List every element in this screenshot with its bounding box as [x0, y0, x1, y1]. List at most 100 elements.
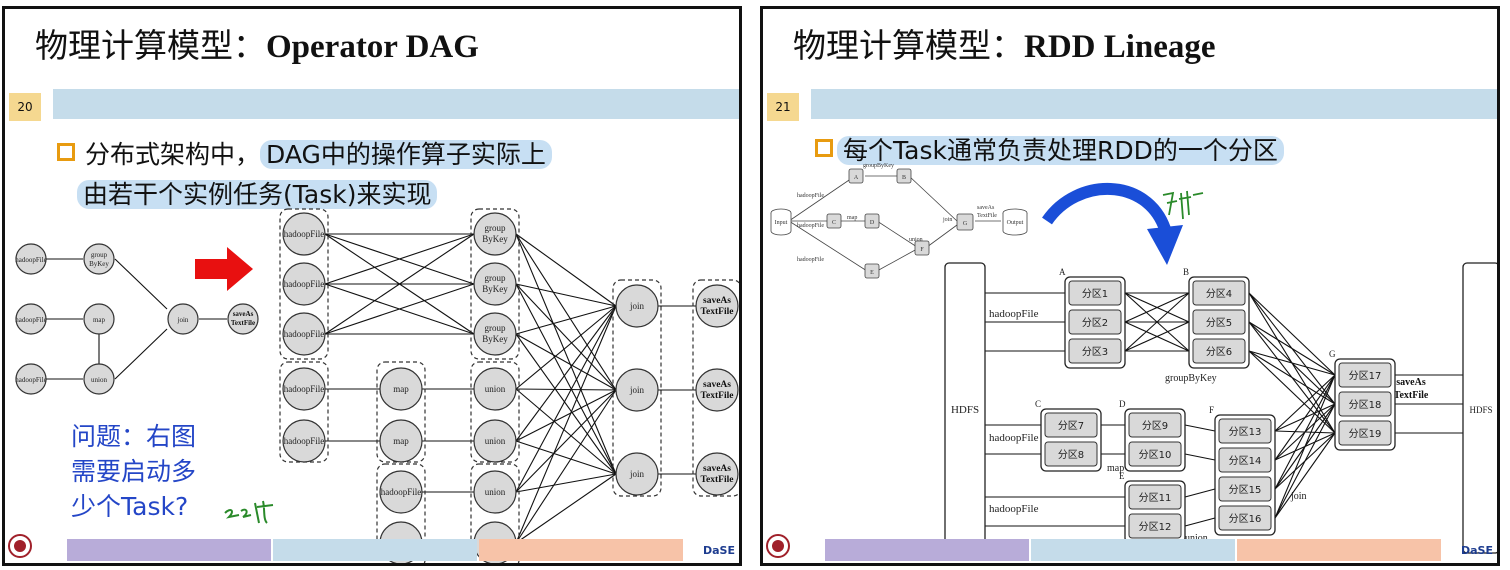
- partition-label: 分区4: [1206, 288, 1232, 300]
- svg-text:hadoopFile: hadoopFile: [284, 229, 325, 239]
- svg-text:union: union: [485, 384, 506, 394]
- task-hadoopfile-5: hadoopFile: [282, 419, 326, 463]
- small-node-hadoopfile-2: hadoopFile: [15, 303, 47, 335]
- edge: [515, 389, 617, 544]
- mini-input-icon: Input: [770, 208, 792, 236]
- edge: [515, 473, 617, 493]
- task-map-2: map: [379, 419, 423, 463]
- footer-bar-blue: [1031, 539, 1235, 561]
- edge: [1184, 424, 1216, 432]
- rdd-letter: E: [1119, 471, 1125, 481]
- partition-label: 分区11: [1139, 492, 1172, 504]
- partition-box: [1192, 338, 1246, 364]
- bullet-line-1: 分布式架构中，DAG中的操作算子实际上: [85, 135, 552, 171]
- svg-text:TextFile: TextFile: [701, 475, 734, 485]
- partition-box: [1044, 441, 1098, 467]
- edge: [324, 233, 475, 285]
- svg-text:join: join: [177, 316, 189, 324]
- svg-text:HDFS: HDFS: [951, 404, 979, 416]
- title-bar: [53, 89, 739, 119]
- edge: [515, 440, 617, 475]
- svg-text:B: B: [902, 175, 906, 181]
- partition-label: 分区8: [1058, 449, 1084, 461]
- svg-text:group: group: [91, 251, 108, 259]
- svg-text:saveAs: saveAs: [1396, 377, 1426, 388]
- task-union-2: union: [473, 419, 517, 463]
- question-line-1: 问题：右图: [71, 422, 197, 451]
- edge: [1274, 374, 1336, 519]
- edge: [515, 305, 617, 390]
- svg-text:saveAs: saveAs: [703, 380, 731, 390]
- svg-text:saveAs: saveAs: [977, 205, 995, 211]
- rdd-letter: D: [1119, 399, 1126, 409]
- partition-box: [1068, 280, 1122, 306]
- svg-text:union: union: [91, 376, 107, 384]
- svg-text:group: group: [485, 223, 506, 233]
- bullet-square-icon: [57, 143, 75, 161]
- svg-text:TextFile: TextFile: [231, 319, 255, 327]
- svg-text:TextFile: TextFile: [701, 307, 734, 317]
- svg-text:hadoopFile: hadoopFile: [284, 279, 325, 289]
- partition-box: [1128, 412, 1182, 438]
- task-hadoopfile-4: hadoopFile: [282, 367, 326, 411]
- partition-box: [1338, 391, 1392, 417]
- edge: [1184, 453, 1216, 461]
- edge: [1274, 432, 1336, 519]
- svg-text:map: map: [1107, 463, 1124, 474]
- handwritten-note-icon: [224, 500, 274, 524]
- partition-box: [1218, 505, 1272, 531]
- partition-label: 分区17: [1349, 370, 1382, 382]
- small-node-map: map: [83, 303, 115, 335]
- footer-bar-purple: [825, 539, 1029, 561]
- partition-box: [1068, 338, 1122, 364]
- rdd-letter: C: [1035, 399, 1041, 409]
- edge: [1124, 292, 1190, 352]
- task-hadoopfile-3: hadoopFile: [282, 312, 326, 356]
- svg-text:join: join: [629, 469, 645, 479]
- partition-box: [1044, 412, 1098, 438]
- rdd-letter: A: [1059, 267, 1066, 277]
- edge: [1274, 403, 1336, 519]
- svg-text:union: union: [909, 237, 923, 243]
- svg-text:union: union: [485, 487, 506, 497]
- small-node-hadoopfile-1: hadoopFile: [15, 243, 47, 275]
- partition-label: 分区1: [1082, 288, 1108, 300]
- svg-text:hadoopFile: hadoopFile: [797, 223, 824, 229]
- edge: [515, 389, 617, 493]
- rdd-letter: B: [1183, 267, 1189, 277]
- university-logo-icon: [8, 534, 32, 558]
- edge: [515, 283, 617, 307]
- handwritten-note-icon: [1162, 190, 1204, 220]
- svg-text:saveAs: saveAs: [703, 464, 731, 474]
- svg-text:union: union: [1185, 533, 1208, 544]
- partition-label: 分区6: [1206, 346, 1232, 358]
- footer-bar-orange: [479, 539, 683, 561]
- footer-bar-purple: [67, 539, 271, 561]
- right-slide: 物理计算模型：RDD Lineage 21 每个Task通常负责处理RDD的一个…: [760, 6, 1500, 566]
- task-map-1: map: [379, 367, 423, 411]
- edge: [1124, 321, 1190, 352]
- svg-text:ByKey: ByKey: [482, 284, 508, 294]
- question-text: 问题：右图 需要启动多 少个Task?: [71, 419, 196, 524]
- svg-text:A: A: [854, 175, 859, 181]
- edge: [1184, 517, 1216, 527]
- edge: [1274, 374, 1336, 461]
- partition-label: 分区9: [1142, 420, 1168, 432]
- dase-logo: DaSE: [703, 544, 735, 557]
- edge: [515, 305, 617, 493]
- svg-text:hadoopFile: hadoopFile: [15, 316, 47, 324]
- bullet-plain-text: 分布式架构中，: [85, 140, 261, 169]
- partition-box: [1218, 447, 1272, 473]
- small-node-join: join: [167, 303, 199, 335]
- svg-text:hadoopFile: hadoopFile: [381, 487, 422, 497]
- task-join-1: join: [615, 284, 659, 328]
- partition-label: 分区13: [1229, 426, 1262, 438]
- edge: [515, 388, 617, 475]
